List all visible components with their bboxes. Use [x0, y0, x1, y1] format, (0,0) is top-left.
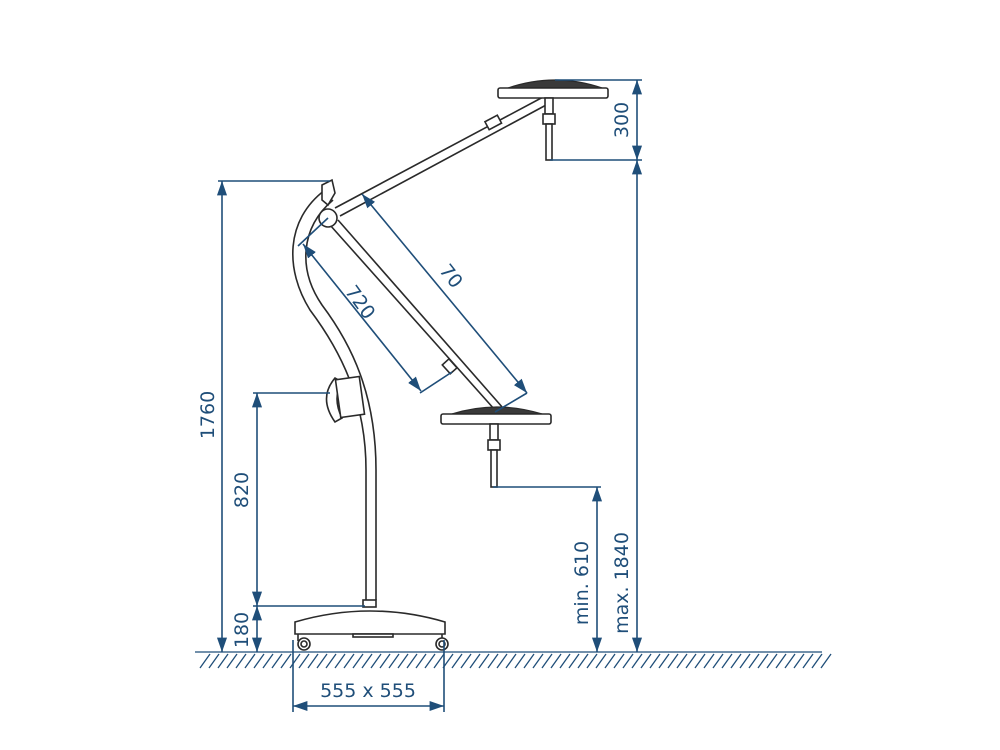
hatch-line	[451, 653, 463, 669]
dimension-min-height: min. 610	[493, 486, 603, 652]
hatch-line	[262, 653, 274, 669]
hatch-line	[532, 653, 544, 669]
hatch-line	[271, 653, 283, 669]
label-820: 820	[231, 472, 253, 508]
hatch-line	[496, 653, 508, 669]
dimension-head-height: 300	[555, 79, 643, 160]
hatch-line	[793, 653, 805, 669]
hatch-line	[775, 653, 787, 669]
hatch-line	[685, 653, 697, 669]
hatch-line	[289, 653, 301, 669]
hatch-line	[550, 653, 562, 669]
ground-hatching	[199, 653, 832, 669]
hatch-line	[505, 653, 517, 669]
hatch-line	[586, 653, 598, 669]
hatch-line	[595, 653, 607, 669]
hatch-line	[559, 653, 571, 669]
label-max-1840: max. 1840	[611, 532, 633, 634]
hatch-line	[649, 653, 661, 669]
hatch-line	[316, 653, 328, 669]
hatch-line	[388, 653, 400, 669]
hatch-line	[379, 653, 391, 669]
hatch-line	[730, 653, 742, 669]
dimension-handle-height: 820	[231, 392, 330, 606]
hatch-line	[541, 653, 553, 669]
hatch-line	[253, 653, 265, 669]
dimension-max-height: max. 1840	[550, 159, 643, 652]
hatch-line	[487, 653, 499, 669]
hatch-line	[757, 653, 769, 669]
lamp-head-lower	[440, 406, 552, 488]
lamp-head-upper	[497, 79, 609, 161]
hatch-line	[352, 653, 364, 669]
hatch-line	[577, 653, 589, 669]
hatch-line	[766, 653, 778, 669]
hatch-line	[631, 653, 643, 669]
hatch-line	[802, 653, 814, 669]
hatch-line	[523, 653, 535, 669]
hatch-line	[712, 653, 724, 669]
hatch-line	[748, 653, 760, 669]
hatch-line	[514, 653, 526, 669]
hatch-line	[676, 653, 688, 669]
hatch-line	[397, 653, 409, 669]
hatch-line	[217, 653, 229, 669]
hatch-line	[820, 653, 832, 669]
hatch-line	[370, 653, 382, 669]
hatch-line	[199, 653, 211, 669]
hatch-line	[235, 653, 247, 669]
hatch-line	[406, 653, 418, 669]
hatch-line	[811, 653, 823, 669]
lamp-base	[294, 599, 449, 651]
hatch-line	[658, 653, 670, 669]
dimension-upper-arm: 70	[361, 193, 528, 413]
hatch-line	[469, 653, 481, 669]
hatch-line	[208, 653, 220, 669]
label-1760: 1760	[197, 391, 219, 439]
label-720: 720	[340, 281, 379, 323]
hatch-line	[334, 653, 346, 669]
dimension-base-footprint: 555 x 555	[292, 640, 445, 712]
hatch-line	[640, 653, 652, 669]
hatch-line	[694, 653, 706, 669]
hatch-line	[280, 653, 292, 669]
dimension-base-height: 180	[231, 605, 365, 652]
lamp-arms	[318, 95, 549, 411]
hatch-line	[460, 653, 472, 669]
label-min-610: min. 610	[571, 541, 593, 625]
hatch-line	[784, 653, 796, 669]
hatch-line	[307, 653, 319, 669]
hatch-line	[361, 653, 373, 669]
label-300: 300	[611, 102, 633, 138]
label-180: 180	[231, 612, 253, 648]
hatch-line	[424, 653, 436, 669]
hatch-line	[613, 653, 625, 669]
ground	[195, 651, 832, 669]
lamp-handle	[325, 375, 366, 424]
dimension-lower-arm: 720	[297, 217, 453, 394]
hatch-line	[343, 653, 355, 669]
hatch-line	[721, 653, 733, 669]
hatch-line	[325, 653, 337, 669]
hatch-line	[703, 653, 715, 669]
hatch-line	[226, 653, 238, 669]
hatch-line	[415, 653, 427, 669]
floor-lamp	[292, 79, 609, 651]
dimension-total-height: 1760	[197, 180, 330, 652]
hatch-line	[478, 653, 490, 669]
hatch-line	[622, 653, 634, 669]
hatch-line	[739, 653, 751, 669]
label-555x555: 555 x 555	[320, 680, 416, 702]
hatch-line	[433, 653, 445, 669]
hatch-line	[667, 653, 679, 669]
hatch-line	[244, 653, 256, 669]
hatch-line	[298, 653, 310, 669]
hatch-line	[568, 653, 580, 669]
hatch-line	[604, 653, 616, 669]
